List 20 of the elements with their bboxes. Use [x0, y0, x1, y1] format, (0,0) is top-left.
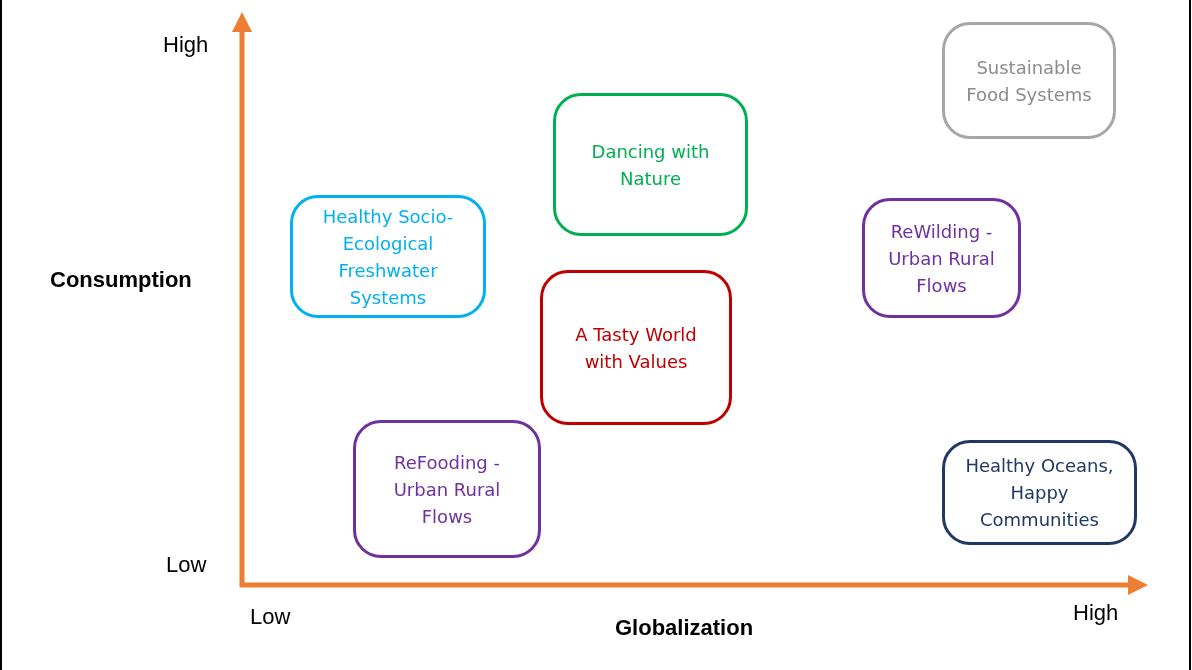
box-text: Healthy Oceans, Happy Communities: [964, 454, 1115, 532]
box-text: Sustainable Food Systems: [965, 55, 1093, 107]
rounded-box: [290, 195, 486, 318]
rounded-box: [862, 198, 1021, 318]
box-text: Dancing with Nature: [590, 139, 711, 191]
rounded-box: [540, 270, 732, 425]
rounded-box: [942, 440, 1137, 545]
box-text: ReWilding - Urban Rural Flows: [887, 219, 996, 298]
axis-tick-label: Low: [166, 552, 207, 578]
box-text: Healthy Socio-Ecological Freshwater Systems: [321, 204, 455, 310]
axis-title: Consumption: [50, 267, 192, 293]
axis-tick-label: High: [1073, 600, 1119, 626]
rounded-box: [553, 93, 748, 236]
axis-tick-label: High: [163, 32, 209, 58]
box-text: A Tasty World with Values: [574, 322, 698, 374]
axis-tick-label: Low: [250, 604, 291, 630]
axis-title: Globalization: [615, 615, 754, 641]
rounded-box: [942, 22, 1116, 139]
box-text: ReFooding - Urban Rural Flows: [392, 450, 502, 529]
rounded-box: [353, 420, 541, 558]
